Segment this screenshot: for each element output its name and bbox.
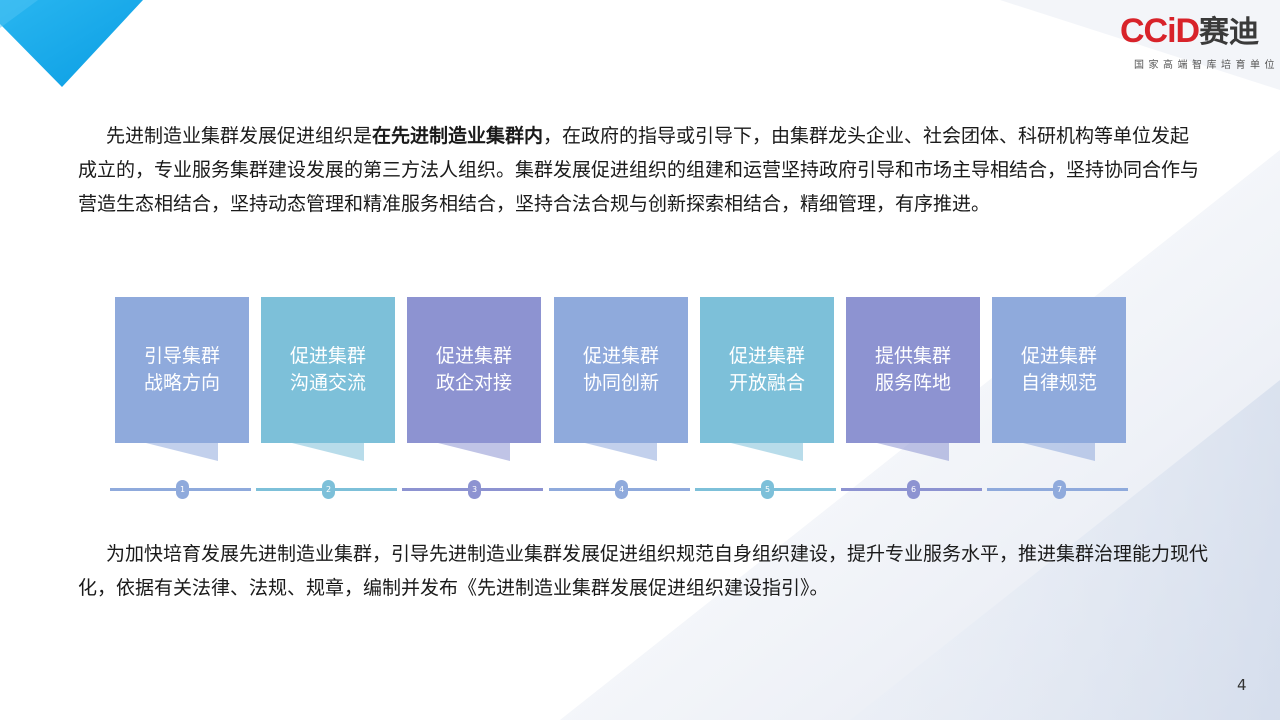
step-number-5: 5: [761, 480, 774, 499]
step-label: 促进集群开放融合: [729, 343, 805, 397]
intro-paragraph: 先进制造业集群发展促进组织是在先进制造业集群内，在政府的指导或引导下，由集群龙头…: [78, 119, 1203, 221]
step-label: 促进集群沟通交流: [290, 343, 366, 397]
step-label-line1: 促进集群: [435, 345, 512, 367]
step-card-5: 促进集群开放融合: [700, 297, 834, 443]
step-pointer-4: [585, 443, 657, 461]
step-label-line1: 引导集群: [143, 345, 220, 367]
corner-triangle-decor: [0, 0, 143, 87]
step-pointer-1: [146, 443, 218, 461]
step-label: 促进集群政企对接: [436, 343, 512, 397]
step-label-line2: 协同创新: [582, 372, 659, 394]
closing-text: 为加快培育发展先进制造业集群，引导先进制造业集群发展促进组织规范自身组织建设，提…: [78, 543, 1209, 599]
closing-paragraph: 为加快培育发展先进制造业集群，引导先进制造业集群发展促进组织规范自身组织建设，提…: [78, 537, 1228, 605]
step-pointer-3: [438, 443, 510, 461]
step-label-line1: 提供集群: [874, 345, 951, 367]
step-label: 引导集群战略方向: [144, 343, 220, 397]
step-label-line2: 政企对接: [435, 372, 512, 394]
step-label-line1: 促进集群: [289, 345, 366, 367]
step-label-line1: 促进集群: [728, 345, 805, 367]
step-number-6: 6: [907, 480, 920, 499]
step-label-line2: 开放融合: [728, 372, 805, 394]
step-card-7: 促进集群自律规范: [992, 297, 1126, 443]
step-label-line2: 沟通交流: [289, 372, 366, 394]
step-pointer-2: [292, 443, 364, 461]
page-number: 4: [1237, 676, 1247, 694]
intro-lead: 先进制造业集群发展促进组织是: [106, 125, 373, 147]
step-number-2: 2: [322, 480, 335, 499]
logo-mark: CCiD赛迪: [1120, 12, 1260, 50]
step-number-7: 7: [1053, 480, 1066, 499]
step-number-3: 3: [468, 480, 481, 499]
step-card-6: 提供集群服务阵地: [846, 297, 980, 443]
step-label: 提供集群服务阵地: [875, 343, 951, 397]
intro-body: ，在政府的指导或引导下，由集群龙头企业、社会团体、科研机构等单位发起成立的，专业…: [78, 125, 1200, 215]
step-card-1: 引导集群战略方向: [115, 297, 249, 443]
step-number-1: 1: [176, 480, 189, 499]
step-label-line1: 促进集群: [1020, 345, 1097, 367]
step-pointer-7: [1023, 443, 1095, 461]
ccid-logo: CCiD赛迪 国家高端智库培育单位: [1120, 14, 1280, 74]
step-number-4: 4: [615, 480, 628, 499]
step-card-2: 促进集群沟通交流: [261, 297, 395, 443]
step-label-line1: 促进集群: [582, 345, 659, 367]
step-label: 促进集群协同创新: [583, 343, 659, 397]
step-card-3: 促进集群政企对接: [407, 297, 541, 443]
step-label-line2: 服务阵地: [874, 372, 951, 394]
step-pointer-5: [731, 443, 803, 461]
step-label-line2: 自律规范: [1020, 372, 1097, 394]
logo-tagline: 国家高端智库培育单位: [1134, 60, 1279, 71]
step-label-line2: 战略方向: [143, 372, 220, 394]
intro-emphasis: 在先进制造业集群内: [372, 125, 544, 147]
step-pointer-6: [877, 443, 949, 461]
step-card-4: 促进集群协同创新: [554, 297, 688, 443]
step-label: 促进集群自律规范: [1021, 343, 1097, 397]
